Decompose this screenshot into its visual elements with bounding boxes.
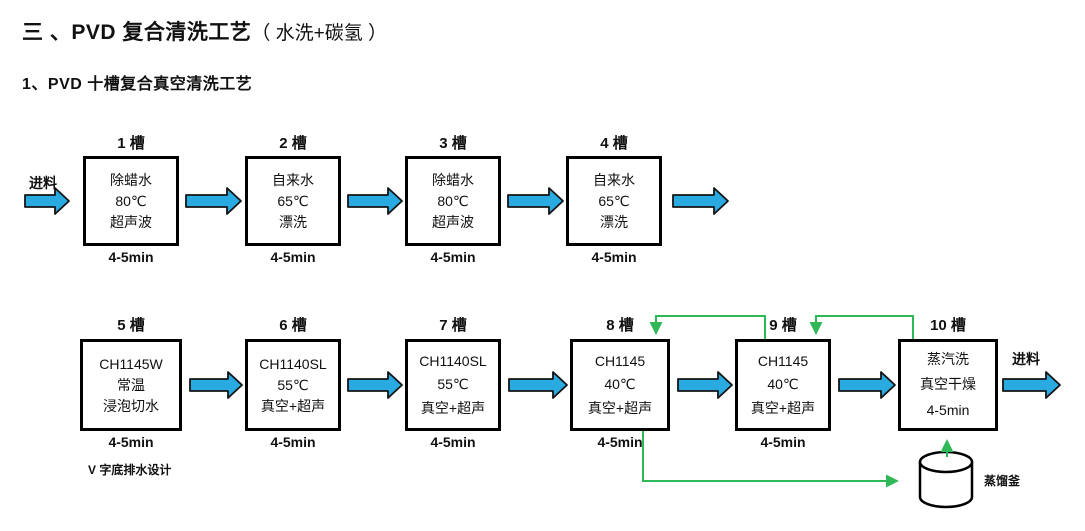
tank-3-time: 4-5min bbox=[430, 249, 476, 265]
tank-9-box: CH1145 40℃ 真空+超声 bbox=[735, 339, 831, 431]
page-title-main: 三 、PVD 复合清洗工艺 bbox=[22, 21, 252, 44]
flow-arrow-2-3 bbox=[347, 187, 403, 215]
tank-8-line: 40℃ bbox=[604, 376, 636, 393]
tank-7-line: 55℃ bbox=[437, 376, 469, 393]
tank-8-line: 真空+超声 bbox=[587, 399, 653, 416]
still-kettle-label: 蒸馏釜 bbox=[984, 474, 1021, 488]
tank-3: 3 槽 除蜡水 80℃ 超声波 4-5min bbox=[405, 134, 501, 265]
flow-arrow-3-4 bbox=[507, 187, 564, 215]
tank-4-label: 4 槽 bbox=[600, 135, 628, 152]
tank-7-line: 真空+超声 bbox=[420, 399, 486, 416]
feed-out-arrow bbox=[1002, 371, 1061, 399]
tank-2-box: 自来水 65℃ 漂洗 bbox=[245, 156, 341, 246]
page-title: 三 、PVD 复合清洗工艺（ 水洗+碳氢 ） bbox=[22, 16, 387, 46]
tank-7-box: CH1140SL 55℃ 真空+超声 bbox=[405, 339, 501, 431]
tank-8-time: 4-5min bbox=[597, 434, 643, 450]
tank-4: 4 槽 自来水 65℃ 漂洗 4-5min bbox=[566, 134, 662, 265]
tank-5-box: CH1145W 常温 浸泡切水 bbox=[80, 339, 182, 431]
tank-10-label: 10 槽 bbox=[930, 317, 966, 334]
tank-7-label: 7 槽 bbox=[439, 317, 467, 334]
tank-10-line: 真空干燥 bbox=[920, 376, 976, 393]
tank-6-box: CH1140SL 55℃ 真空+超声 bbox=[245, 339, 341, 431]
tank-4-line: 自来水 bbox=[593, 171, 635, 188]
tank-4-line: 65℃ bbox=[598, 192, 630, 209]
tank-6-label: 6 槽 bbox=[279, 317, 307, 334]
flow-arrow-7-8 bbox=[508, 371, 568, 399]
tank-6: 6 槽 CH1140SL 55℃ 真空+超声 4-5min bbox=[245, 315, 341, 450]
tank-2-line: 自来水 bbox=[272, 171, 314, 188]
tank-9-line: 40℃ bbox=[767, 376, 799, 393]
tank-2-line: 65℃ bbox=[277, 192, 309, 209]
tank-10-box: 蒸汽洗 真空干燥 4-5min bbox=[898, 339, 998, 431]
tank-7-line: CH1140SL bbox=[419, 352, 487, 369]
tank-7-time: 4-5min bbox=[430, 434, 476, 450]
v-bottom-drain-note: V 字底排水设计 bbox=[88, 463, 172, 477]
flow-arrow-4-out bbox=[672, 187, 729, 215]
tank-1-box: 除蜡水 80℃ 超声波 bbox=[83, 156, 179, 246]
tank-3-box: 除蜡水 80℃ 超声波 bbox=[405, 156, 501, 246]
tank-9-time: 4-5min bbox=[760, 434, 806, 450]
flow-arrow-9-10 bbox=[838, 371, 896, 399]
tank-7: 7 槽 CH1140SL 55℃ 真空+超声 4-5min bbox=[405, 315, 501, 450]
tank-1-label: 1 槽 bbox=[117, 135, 145, 152]
tank-5-line: 常温 bbox=[117, 376, 145, 393]
flow-arrow-6-7 bbox=[347, 371, 403, 399]
tank-6-line: CH1140SL bbox=[259, 355, 327, 372]
tank-1-time: 4-5min bbox=[108, 249, 154, 265]
tank-3-line: 超声波 bbox=[432, 213, 474, 230]
tank-2: 2 槽 自来水 65℃ 漂洗 4-5min bbox=[245, 134, 341, 265]
tank-4-time: 4-5min bbox=[591, 249, 637, 265]
tank-10-line: 4-5min bbox=[926, 401, 970, 418]
tank-9: 9 槽 CH1145 40℃ 真空+超声 4-5min bbox=[735, 315, 831, 450]
tank-6-time: 4-5min bbox=[270, 434, 316, 450]
page-title-paren: （ 水洗+碳氢 ） bbox=[251, 23, 388, 44]
tank-6-line: 真空+超声 bbox=[260, 397, 326, 414]
tank-8-label: 8 槽 bbox=[606, 317, 634, 334]
tank-3-line: 80℃ bbox=[437, 192, 469, 209]
tank-8: 8 槽 CH1145 40℃ 真空+超声 4-5min bbox=[570, 315, 670, 450]
tank-5-label: 5 槽 bbox=[117, 317, 145, 334]
flow-arrow-1-2 bbox=[185, 187, 242, 215]
tank-9-line: CH1145 bbox=[757, 352, 809, 369]
tank-5: 5 槽 CH1145W 常温 浸泡切水 4-5min bbox=[80, 315, 182, 450]
section-subtitle: 1、PVD 十槽复合真空清洗工艺 bbox=[22, 76, 253, 93]
tank-5-line: 浸泡切水 bbox=[103, 397, 159, 414]
tank-8-line: CH1145 bbox=[594, 352, 646, 369]
tank-1-line: 80℃ bbox=[115, 192, 147, 209]
tank-4-line: 漂洗 bbox=[600, 213, 628, 230]
tank-2-time: 4-5min bbox=[270, 249, 316, 265]
still-kettle-cylinder bbox=[918, 450, 974, 509]
tank-10: 10 槽 蒸汽洗 真空干燥 4-5min bbox=[898, 315, 998, 431]
tank-2-label: 2 槽 bbox=[279, 135, 307, 152]
feed-out-label: 进料 bbox=[1012, 351, 1040, 367]
tank-4-box: 自来水 65℃ 漂洗 bbox=[566, 156, 662, 246]
tank-9-label: 9 槽 bbox=[769, 317, 797, 334]
flow-arrow-5-6 bbox=[189, 371, 243, 399]
tank-2-line: 漂洗 bbox=[279, 213, 307, 230]
tank-3-line: 除蜡水 bbox=[432, 171, 474, 188]
tank-6-line: 55℃ bbox=[277, 376, 309, 393]
tank-8-box: CH1145 40℃ 真空+超声 bbox=[570, 339, 670, 431]
flow-arrow-8-9 bbox=[677, 371, 733, 399]
tank-1-line: 超声波 bbox=[110, 213, 152, 230]
tank-5-line: CH1145W bbox=[99, 355, 163, 372]
tank-10-line: 蒸汽洗 bbox=[927, 351, 969, 368]
tank-1-line: 除蜡水 bbox=[110, 171, 152, 188]
feed-in-label: 进料 bbox=[29, 175, 57, 191]
tank-1: 1 槽 除蜡水 80℃ 超声波 4-5min bbox=[83, 134, 179, 265]
tank-5-time: 4-5min bbox=[108, 434, 154, 450]
tank-9-line: 真空+超声 bbox=[750, 399, 816, 416]
tank-3-label: 3 槽 bbox=[439, 135, 467, 152]
